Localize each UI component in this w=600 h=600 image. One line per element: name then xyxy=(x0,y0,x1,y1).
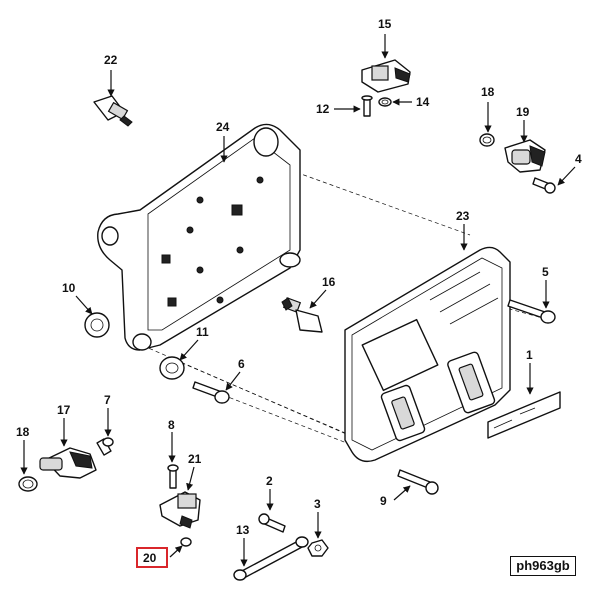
callout-9: 9 xyxy=(380,494,387,508)
callout-labels: 22 15 12 14 18 19 4 24 23 5 16 10 11 6 1… xyxy=(16,17,582,537)
sensor-part-22 xyxy=(93,95,133,127)
ecm-module-part-23 xyxy=(344,246,511,463)
sensor-part-17 xyxy=(39,447,97,479)
label-part-1 xyxy=(487,391,561,439)
callout-1: 1 xyxy=(526,348,533,362)
callout-17: 17 xyxy=(57,403,71,417)
callout-10: 10 xyxy=(62,281,76,295)
o-ring-part-20 xyxy=(180,537,192,547)
stud-part-2 xyxy=(258,513,286,533)
callout-16: 16 xyxy=(322,275,336,289)
callout-21: 21 xyxy=(188,452,202,466)
callout-7: 7 xyxy=(104,393,111,407)
bolt-part-8 xyxy=(167,464,179,489)
mounting-plate-part-24 xyxy=(97,123,301,351)
reference-code-box: ph963gb xyxy=(510,556,576,576)
callout-2: 2 xyxy=(266,474,273,488)
sensor-part-16 xyxy=(281,297,323,333)
callout-24: 24 xyxy=(216,120,230,134)
bolt-part-12 xyxy=(361,95,373,117)
callout-14: 14 xyxy=(416,95,430,109)
callout-6: 6 xyxy=(238,357,245,371)
o-ring-part-14 xyxy=(378,97,392,107)
bolt-part-4 xyxy=(532,177,556,194)
bolt-part-5 xyxy=(507,299,556,324)
o-ring-part-18-upper xyxy=(479,133,495,147)
callout-4: 4 xyxy=(575,152,582,166)
callout-18-upper: 18 xyxy=(481,85,495,99)
grommet-part-10 xyxy=(84,312,110,338)
bolt-part-7 xyxy=(96,437,114,456)
callout-8: 8 xyxy=(168,418,175,432)
ground-strap-part-13 xyxy=(233,536,309,581)
o-ring-part-18-lower xyxy=(18,476,38,492)
stud-part-9 xyxy=(397,469,439,495)
leader-arrows xyxy=(20,34,576,567)
callout-19: 19 xyxy=(516,105,530,119)
callout-13: 13 xyxy=(236,523,250,537)
callout-12: 12 xyxy=(316,102,330,116)
sensor-part-15 xyxy=(361,59,411,93)
nut-part-3 xyxy=(307,539,329,557)
callout-5: 5 xyxy=(542,265,549,279)
sensor-part-19 xyxy=(504,139,546,173)
callout-3: 3 xyxy=(314,497,321,511)
callout-15: 15 xyxy=(378,17,392,31)
callout-18-lower: 18 xyxy=(16,425,30,439)
callout-23: 23 xyxy=(456,209,470,223)
sensor-part-21 xyxy=(159,491,201,529)
bolt-part-6 xyxy=(192,381,230,404)
highlighted-callout-box xyxy=(136,547,168,568)
callout-11: 11 xyxy=(196,325,209,339)
isolator-part-11 xyxy=(159,356,185,380)
callout-22: 22 xyxy=(104,53,118,67)
